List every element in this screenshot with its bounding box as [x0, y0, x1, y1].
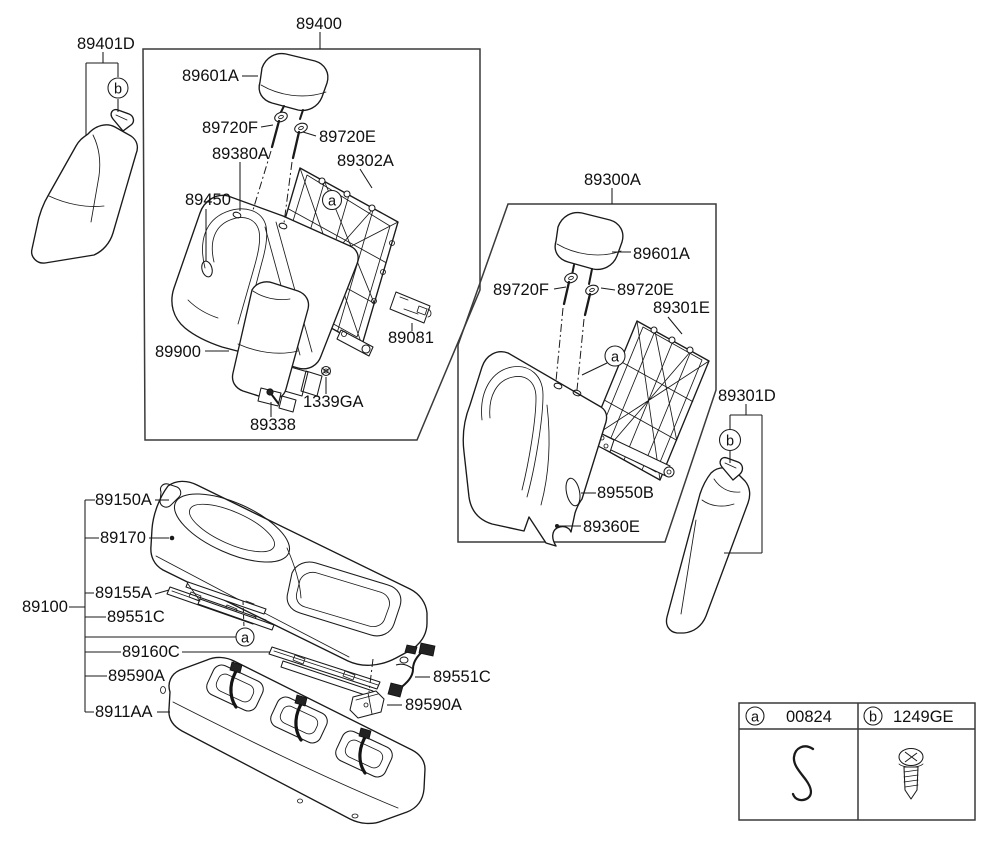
part-seat-pan-8911AA — [161, 657, 426, 823]
label-89300A: 89300A — [584, 171, 641, 189]
label-89380A: 89380A — [212, 145, 269, 163]
part-armrest-89900 — [232, 282, 308, 406]
label-89302A: 89302A — [337, 152, 394, 170]
legend-part-00824: 00824 — [786, 708, 832, 726]
ref-letter: a — [328, 194, 337, 210]
label-89338: 89338 — [250, 416, 296, 434]
assembly-box-89300A — [458, 204, 716, 542]
label-89720F-left: 89720F — [202, 119, 258, 137]
cover-clip-89450-target — [200, 260, 214, 278]
frame-lattice — [588, 321, 709, 480]
label-89601A-left: 89601A — [182, 67, 239, 85]
label-89160C: 89160C — [122, 643, 180, 661]
label-89100: 89100 — [22, 598, 68, 616]
part-latch-89081 — [390, 292, 431, 323]
legend-table: a 00824 b 1249GE — [739, 703, 975, 820]
ref-circle-b-left: b — [108, 78, 128, 98]
part-side-bolster-89301D — [666, 458, 749, 633]
hook-icon — [793, 746, 813, 800]
label-89170: 89170 — [100, 529, 146, 547]
part-seat-cushion-89170 — [151, 480, 427, 665]
label-89360E: 89360E — [583, 518, 640, 536]
label-89900: 89900 — [155, 343, 201, 361]
label-89401D: 89401D — [77, 35, 135, 53]
screw-icon — [899, 749, 923, 800]
hook-position-line — [243, 601, 244, 628]
label-89601A-right: 89601A — [633, 245, 690, 263]
part-headrest-guide-89720E-left — [284, 122, 309, 223]
label-89551C-2: 89551C — [433, 668, 491, 686]
ref-circle-a-left-frame: a — [323, 191, 342, 210]
legend-ref-a: a — [751, 710, 760, 726]
leader-lines — [69, 32, 762, 712]
part-wire-frame-89551C — [186, 582, 274, 630]
label-89301D: 89301D — [718, 387, 776, 405]
ref-letter: b — [726, 434, 734, 450]
part-headrest-89601A-left — [259, 54, 328, 119]
ref-circle-a-cushion: a — [236, 628, 254, 647]
cushion-corner-89150A-target — [160, 484, 181, 507]
pad-detail-89550B-target — [564, 477, 583, 507]
label-89720E-left: 89720E — [319, 128, 376, 146]
label-89301E: 89301E — [653, 299, 710, 317]
label-89720F-right: 89720F — [493, 281, 549, 299]
part-wiring-harness-89551C — [388, 643, 435, 697]
label-89551C-1: 89551C — [107, 608, 165, 626]
label-89400: 89400 — [296, 15, 342, 33]
part-labels: 89401D 89400 89601A 89720F 89720E 89380A… — [22, 15, 776, 721]
part-headrest-guide-89720F-right — [556, 272, 579, 381]
part-seatback-frame-89301E — [588, 321, 709, 480]
label-89450: 89450 — [185, 191, 231, 209]
label-1339GA: 1339GA — [303, 393, 364, 411]
legend-row-a: a 00824 — [746, 707, 832, 800]
part-screw-89338 — [267, 389, 278, 403]
leader-end-dot — [555, 524, 559, 528]
label-89590A-1: 89590A — [108, 667, 165, 685]
part-bracket-89590A — [350, 659, 384, 718]
label-89590A-2: 89590A — [405, 696, 462, 714]
part-nut-1339GA — [322, 367, 331, 376]
part-headrest-guide-89720F-left — [253, 111, 289, 210]
label-89720E-right: 89720E — [617, 281, 674, 299]
ref-letter: a — [241, 631, 250, 647]
legend-ref-b: b — [869, 710, 877, 726]
label-89550B: 89550B — [597, 484, 654, 502]
ref-letter: b — [114, 82, 122, 98]
legend-part-1249GE: 1249GE — [893, 708, 954, 726]
assembly-box-89400 — [143, 49, 480, 440]
legend-row-b: b 1249GE — [864, 707, 954, 799]
part-side-bolster-89401D — [32, 110, 138, 263]
part-seatback-pad-89360E — [463, 352, 606, 546]
label-89081: 89081 — [388, 329, 434, 347]
label-8911AA: 8911AA — [95, 703, 153, 721]
ref-circle-b-right: b — [720, 430, 741, 451]
label-89150A: 89150A — [95, 491, 152, 509]
label-89155A: 89155A — [95, 584, 152, 602]
leader-end-dot — [169, 535, 175, 541]
ref-letter: a — [611, 350, 620, 366]
part-headrest-guide-89720E-right — [577, 284, 600, 390]
part-headrest-89601A-right — [555, 213, 623, 284]
ref-circle-a-right: a — [605, 346, 625, 366]
